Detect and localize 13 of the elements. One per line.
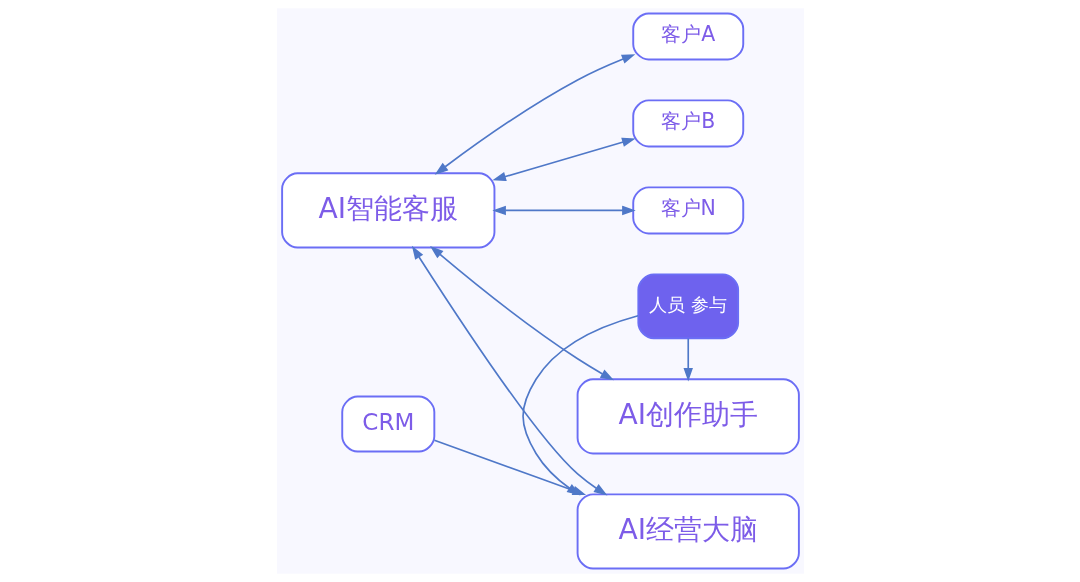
arrow <box>491 205 636 216</box>
node-box: 客户A <box>631 12 744 61</box>
node-box: CRM <box>340 395 435 453</box>
node-box: AI创作助手 <box>576 378 800 455</box>
node-box: 人员 参与 <box>636 273 739 340</box>
node-box: AI智能客服 <box>280 172 495 249</box>
node-box: AI经营大脑 <box>576 493 800 570</box>
node-box: 客户B <box>631 99 744 148</box>
arrow <box>683 337 693 382</box>
arrow <box>429 245 614 381</box>
arrow <box>434 54 635 175</box>
arrow <box>491 137 636 182</box>
node-box: 客户N <box>631 186 744 235</box>
